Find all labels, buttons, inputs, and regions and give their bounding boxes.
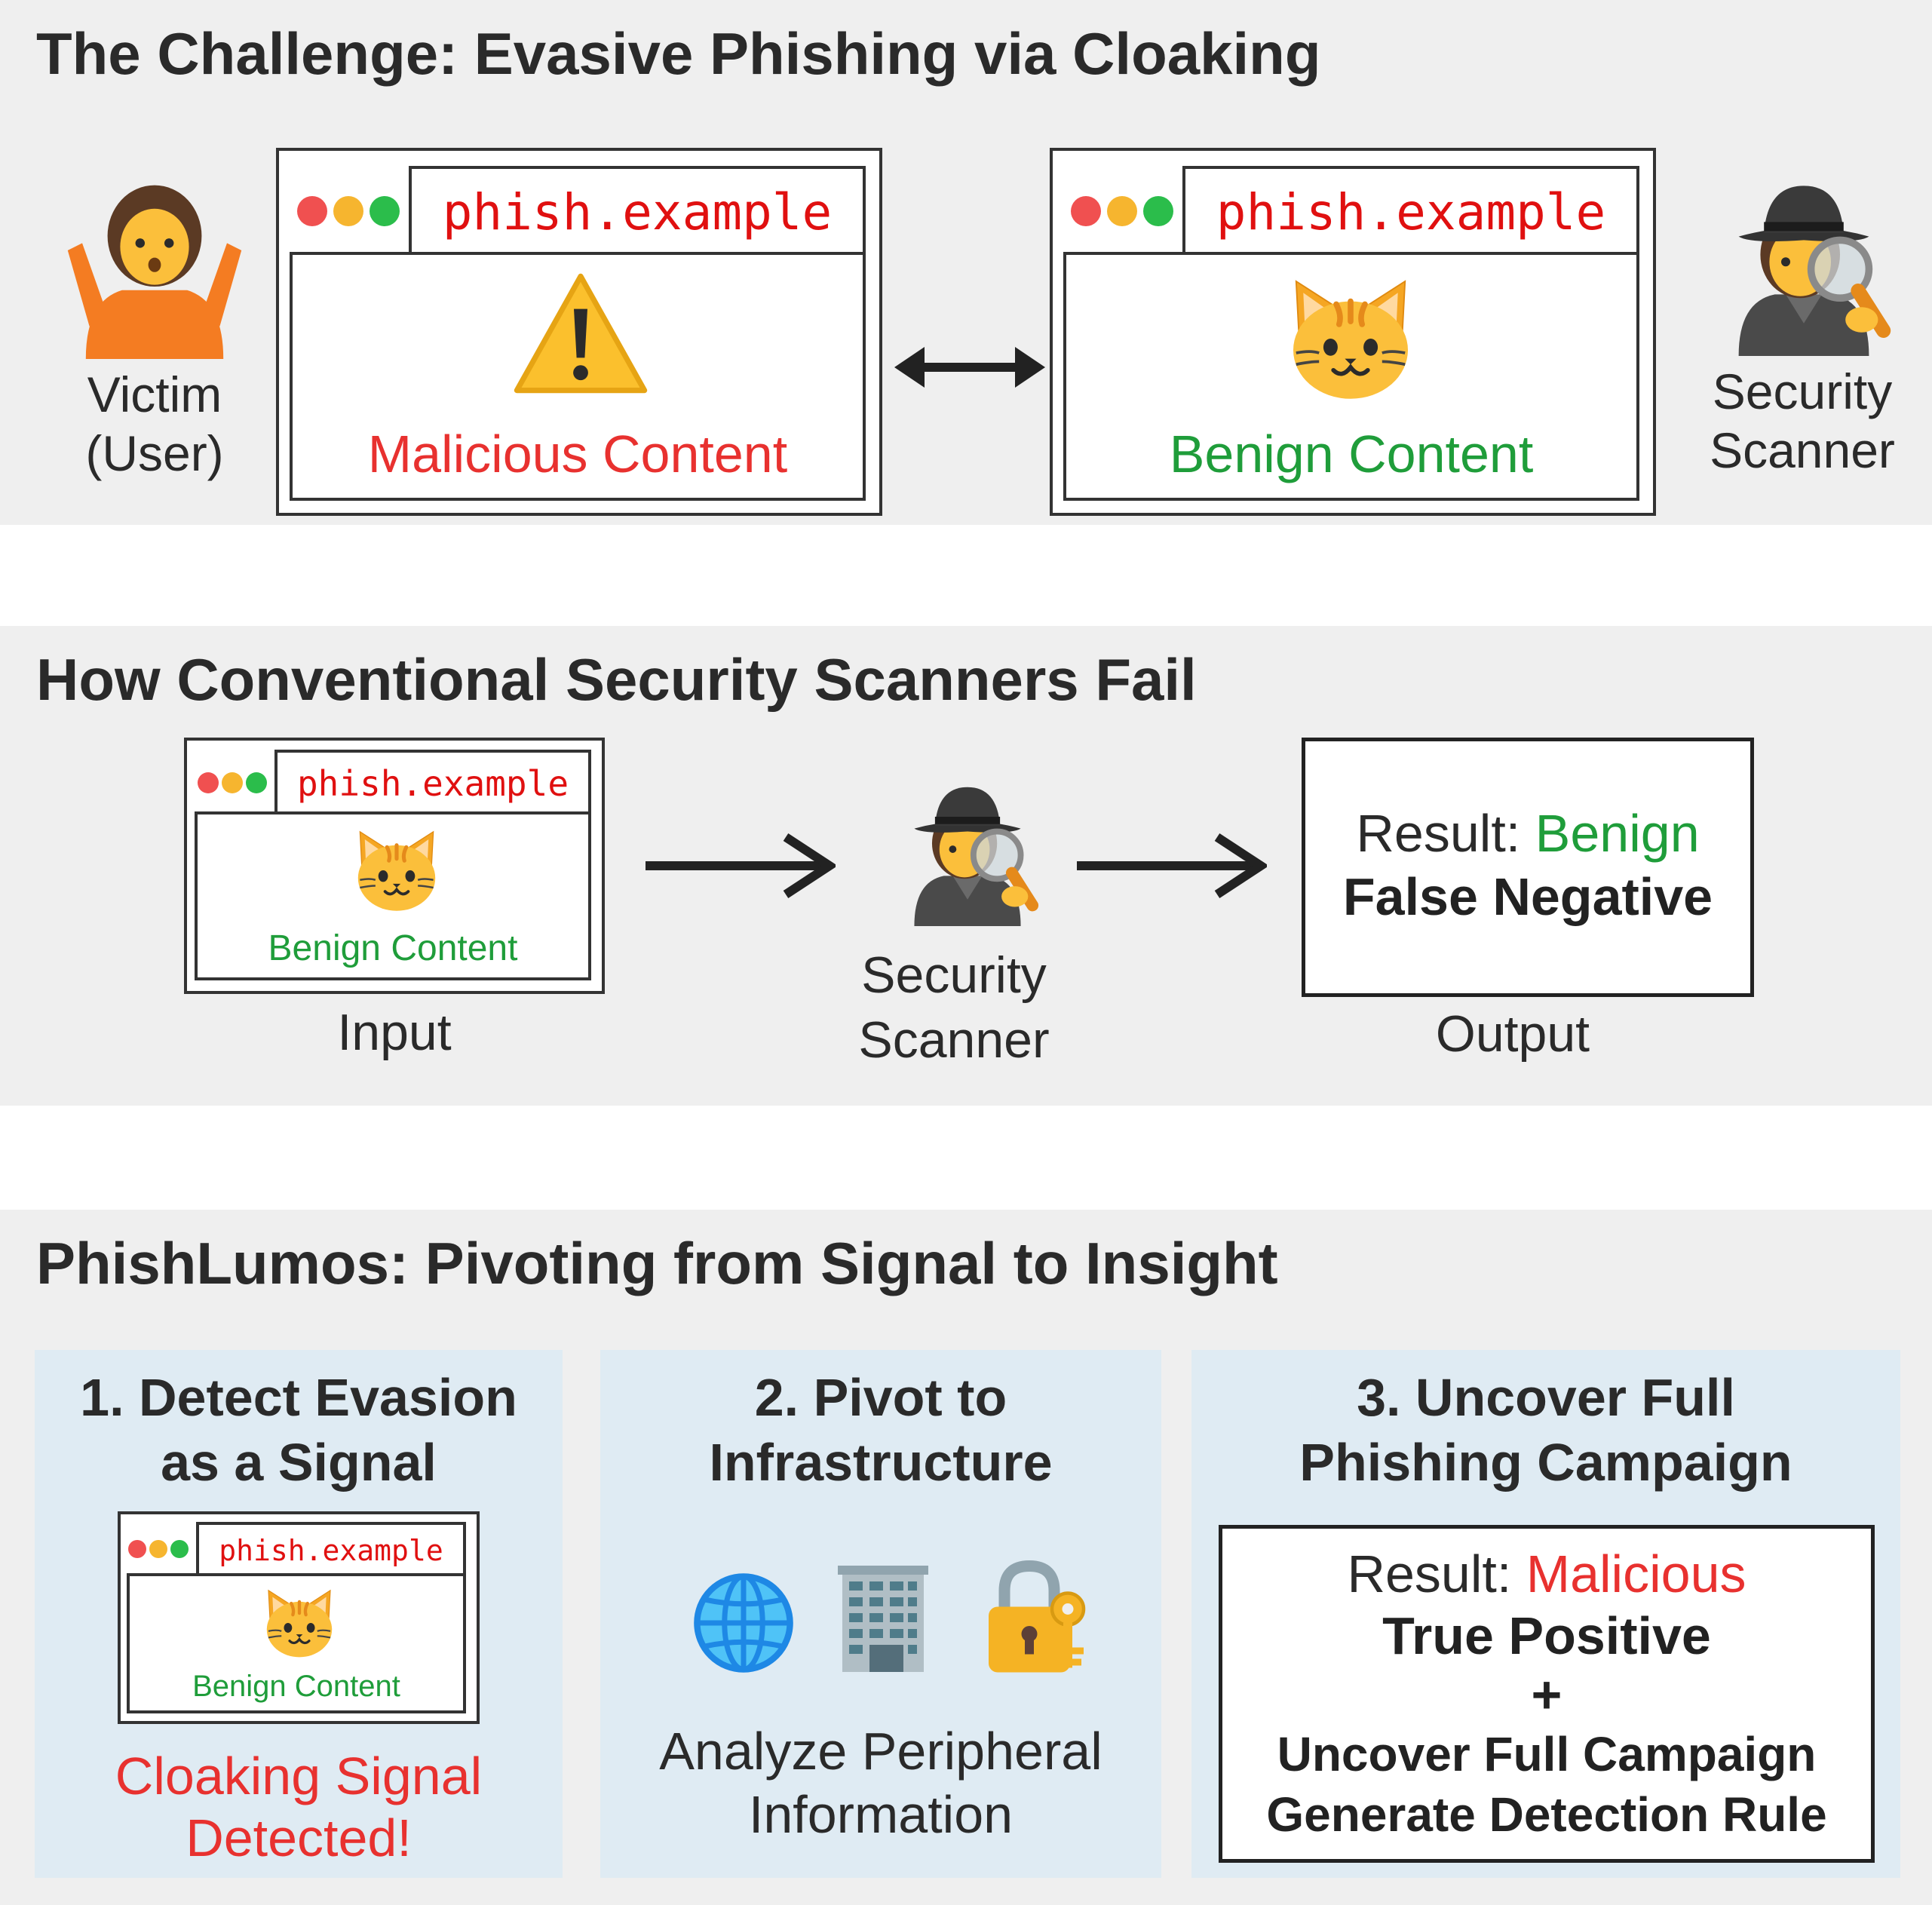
window-dot-yellow (333, 196, 363, 226)
warning-icon (514, 273, 648, 394)
challenge-panel: The Challenge: Evasive Phishing via Cloa… (0, 0, 1932, 525)
cat-face-icon (1271, 267, 1430, 410)
malicious-browser-window: phish.example Malicious Content (276, 148, 882, 516)
panel-title: How Conventional Security Scanners Fail (36, 646, 1197, 713)
uncover-campaign-text: Uncover Full Campaign (1277, 1727, 1817, 1781)
page-content: Benign Content (195, 811, 591, 980)
arrow-right-icon (646, 833, 836, 899)
url-bar: phish.example (274, 750, 591, 814)
scanner-label: Security Scanner (858, 946, 1050, 1069)
window-dot-yellow (149, 1540, 167, 1558)
url-bar: phish.example (1182, 166, 1639, 255)
window-dot-red (128, 1540, 146, 1558)
arrow-right-icon (1077, 833, 1267, 899)
scanner-label: Security Scanner (1710, 364, 1895, 478)
content-label: Benign Content (1169, 425, 1534, 483)
result-value: Benign (1535, 804, 1700, 863)
window-dot-yellow (222, 772, 243, 793)
content-label: Benign Content (192, 1670, 400, 1703)
step-detect-evasion: 1. Detect Evasion as a Signal phish.exam… (35, 1350, 563, 1878)
cat-face-icon (345, 822, 448, 919)
window-dot-red (1071, 196, 1101, 226)
double-arrow-icon (894, 347, 1045, 388)
step-caption: Analyze Peripheral Information (659, 1722, 1102, 1844)
office-building-icon (838, 1566, 928, 1672)
step-title: 2. Pivot to Infrastructure (709, 1368, 1053, 1492)
window-dot-green (1143, 196, 1173, 226)
lock-with-key-icon (989, 1560, 1086, 1673)
shrugging-person-icon (67, 185, 242, 359)
step-title: 3. Uncover Full Phishing Campaign (1299, 1368, 1792, 1492)
window-dot-green (370, 196, 400, 226)
output-label: Output (1435, 1005, 1590, 1063)
step-pivot-infrastructure: 2. Pivot to Infrastructure (600, 1350, 1161, 1878)
detective-icon (888, 778, 1047, 926)
result-box: Result: Benign False Negative (1302, 738, 1754, 997)
benign-browser-window: phish.example Benign Content (1050, 148, 1656, 516)
step-title: 1. Detect Evasion as a Signal (80, 1368, 517, 1492)
step-uncover-campaign: 3. Uncover Full Phishing Campaign Result… (1191, 1350, 1900, 1878)
input-label: Input (337, 1004, 452, 1061)
panel-title: PhishLumos: Pivoting from Signal to Insi… (36, 1230, 1278, 1296)
result-line: Result: Malicious (1347, 1545, 1746, 1603)
verdict: False Negative (1342, 867, 1713, 926)
page-content: Benign Content (1063, 252, 1639, 501)
url-bar: phish.example (196, 1522, 466, 1576)
detective-icon (1706, 175, 1902, 356)
result-line: Result: Benign (1356, 804, 1700, 863)
cloaking-signal: Cloaking Signal Detected! (115, 1747, 483, 1867)
victim-label: Victim (User) (85, 367, 224, 481)
page-content: Malicious Content (290, 252, 866, 501)
plus-sign: + (1531, 1665, 1562, 1724)
content-label: Benign Content (268, 928, 518, 968)
result-box: Result: Malicious True Positive + Uncove… (1219, 1525, 1875, 1863)
window-dot-red (297, 196, 327, 226)
globe-icon (694, 1573, 793, 1673)
cat-face-icon (255, 1582, 344, 1664)
result-value: Malicious (1526, 1545, 1746, 1603)
phishlumos-panel: PhishLumos: Pivoting from Signal to Insi… (0, 1210, 1932, 1905)
panel-title: The Challenge: Evasive Phishing via Cloa… (36, 20, 1321, 87)
scanner-fail-panel: How Conventional Security Scanners Fail … (0, 626, 1932, 1106)
verdict: True Positive (1382, 1606, 1711, 1665)
input-browser-window: phish.example Benign Content (184, 738, 605, 994)
content-label: Malicious Content (367, 425, 788, 483)
page-content: Benign Content (127, 1573, 466, 1713)
detection-rule-text: Generate Detection Rule (1266, 1787, 1827, 1842)
window-dot-green (170, 1540, 189, 1558)
cloaked-browser-window: phish.example Benign Content (118, 1511, 480, 1724)
url-bar: phish.example (409, 166, 866, 255)
window-dot-yellow (1107, 196, 1137, 226)
window-dot-green (246, 772, 267, 793)
window-dot-red (198, 772, 219, 793)
